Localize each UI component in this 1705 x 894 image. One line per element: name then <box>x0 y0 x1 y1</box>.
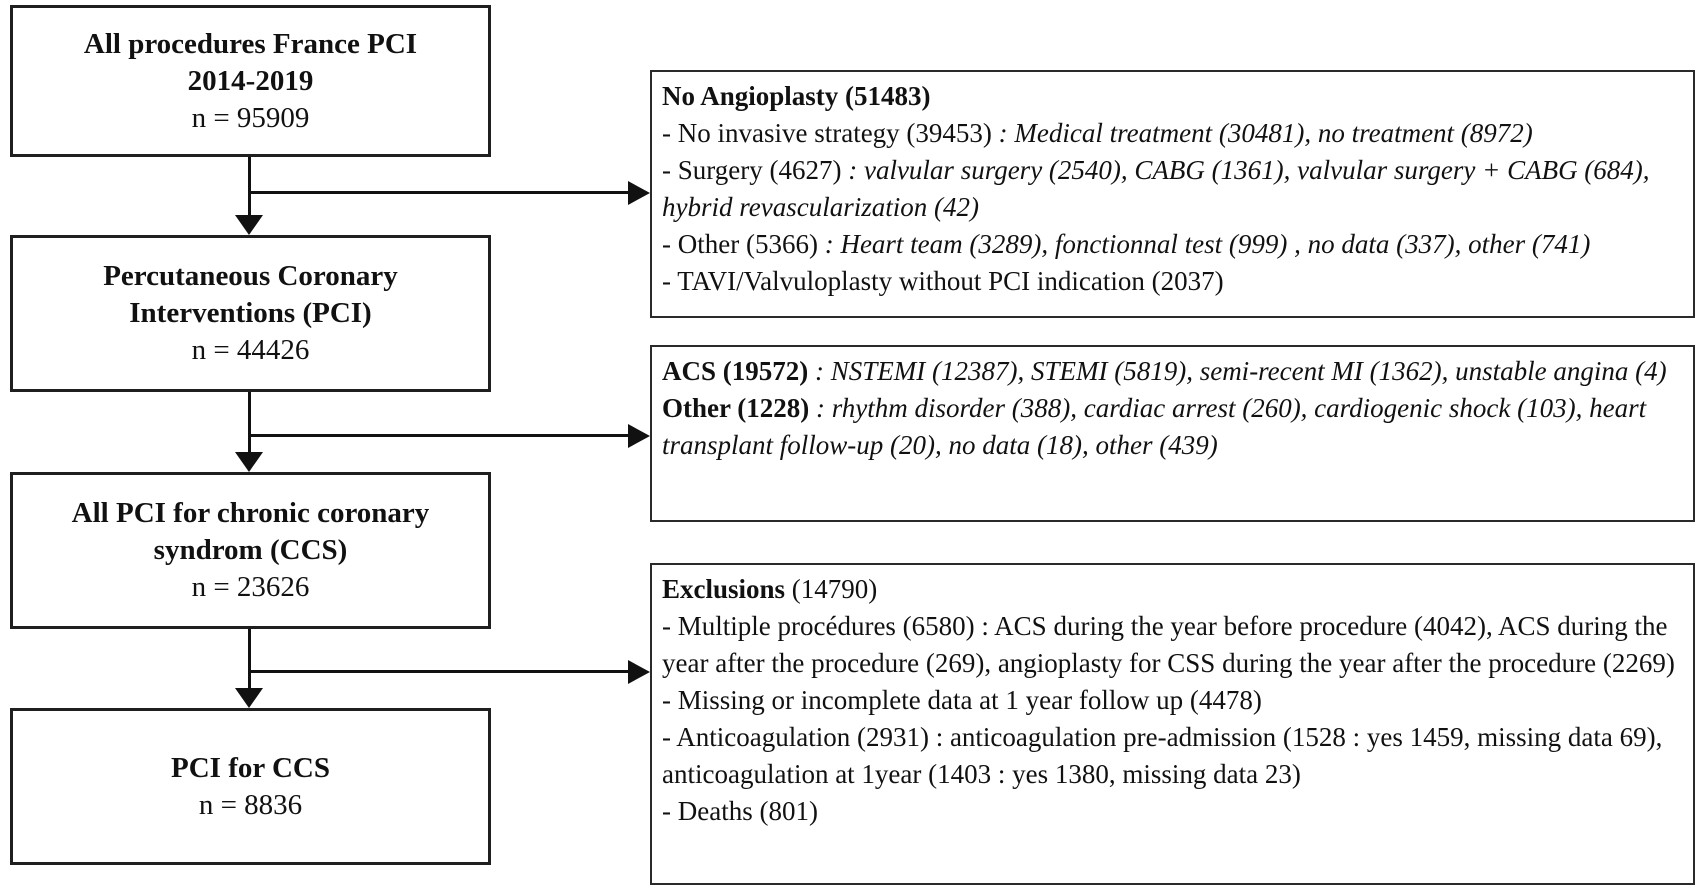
flow-text-paragraph: - No invasive strategy (39453) : Medical… <box>662 115 1683 152</box>
flow-text-paragraph: - TAVI/Valvuloplasty without PCI indicat… <box>662 263 1683 300</box>
flow-text-segment: Exclusions <box>662 574 786 604</box>
flow-text-paragraph: Exclusions (14790) <box>662 571 1683 608</box>
branch-line-2 <box>249 434 628 437</box>
box-count: n = 23626 <box>191 571 310 603</box>
flow-box-all-pci-ccs: All PCI for chronic coronary syndrom (CC… <box>10 472 491 629</box>
arrow-down-head-3-icon <box>235 688 263 708</box>
box-count: n = 8836 <box>198 788 303 821</box>
flow-text-paragraph: - Surgery (4627) : valvular surgery (254… <box>662 152 1683 226</box>
flow-box-pci-for-ccs: PCI for CCS n = 8836 <box>10 708 491 865</box>
arrow-down-line-2 <box>248 392 251 452</box>
flow-text-paragraph: ACS (19572) : NSTEMI (12387), STEMI (581… <box>662 353 1683 390</box>
box-title-line: syndrom (CCS) <box>153 534 348 566</box>
arrow-down-line-1 <box>248 157 251 215</box>
exclusions-box: Exclusions (14790)- Multiple procédures … <box>650 563 1695 885</box>
acs-other-box: ACS (19572) : NSTEMI (12387), STEMI (581… <box>650 345 1695 522</box>
flow-text-segment: No Angioplasty (51483) <box>662 81 931 111</box>
flow-text-segment: - Anticoagulation (2931) : anticoagulati… <box>662 722 1663 789</box>
flow-text-segment: Other (1228) <box>662 393 816 423</box>
flow-text-segment: ACS (19572) <box>662 356 815 386</box>
box-title-line: All PCI for chronic coronary <box>71 497 430 529</box>
box-count: n = 44426 <box>191 334 310 366</box>
flow-box-all-procedures: All procedures France PCI 2014-2019 n = … <box>10 5 491 157</box>
arrow-down-head-1-icon <box>235 215 263 235</box>
branch-arrow-head-3-icon <box>628 660 650 684</box>
flow-text-segment: - Surgery (4627) <box>662 155 849 185</box>
branch-line-1 <box>249 191 628 194</box>
flow-text-segment: : rhythm disorder (388), cardiac arrest … <box>662 393 1647 460</box>
flow-text-segment: - Deaths (801) <box>662 796 818 826</box>
branch-arrow-head-2-icon <box>628 424 650 448</box>
flow-box-pci: Percutaneous Coronary Interventions (PCI… <box>10 235 491 392</box>
flow-text-paragraph: - Multiple procédures (6580) : ACS durin… <box>662 608 1683 682</box>
flow-text-paragraph: - Other (5366) : Heart team (3289), fonc… <box>662 226 1683 263</box>
flow-text-paragraph: - Anticoagulation (2931) : anticoagulati… <box>662 719 1683 793</box>
flow-text-segment: - Multiple procédures (6580) : ACS durin… <box>662 611 1675 678</box>
box-title-line: Percutaneous Coronary <box>103 260 398 292</box>
flow-text-segment: - Other (5366) <box>662 229 825 259</box>
flow-text-segment: : Heart team (3289), fonctionnal test (9… <box>824 229 1591 259</box>
box-count: n = 95909 <box>191 101 310 134</box>
branch-arrow-head-1-icon <box>628 181 650 205</box>
box-title-line: Interventions (PCI) <box>129 297 372 329</box>
arrow-down-line-3 <box>248 629 251 688</box>
flow-text-segment: - No invasive strategy (39453) <box>662 118 999 148</box>
flow-text-segment: : NSTEMI (12387), STEMI (5819), semi-rec… <box>815 356 1667 386</box>
flow-text-paragraph: Other (1228) : rhythm disorder (388), ca… <box>662 390 1683 464</box>
flow-text-segment: - TAVI/Valvuloplasty without PCI indicat… <box>662 266 1224 296</box>
no-angioplasty-box: No Angioplasty (51483) - No invasive stra… <box>650 70 1695 318</box>
flow-text-segment: (14790) <box>785 574 878 604</box>
flow-text-segment: : valvular surgery (2540), CABG (1361), … <box>662 155 1650 222</box>
flow-text-paragraph: No Angioplasty (51483) <box>662 78 1683 115</box>
flow-text-paragraph: - Deaths (801) <box>662 793 1683 830</box>
box-title-line: 2014-2019 <box>187 64 314 97</box>
branch-line-3 <box>249 670 628 673</box>
box-title-line: All procedures France PCI <box>83 27 418 60</box>
flow-text-paragraph: - Missing or incomplete data at 1 year f… <box>662 682 1683 719</box>
flow-text-segment: : Medical treatment (30481), no treatmen… <box>998 118 1533 148</box>
arrow-down-head-2-icon <box>235 452 263 472</box>
box-title-line: PCI for CCS <box>171 751 330 784</box>
flow-text-segment: - Missing or incomplete data at 1 year f… <box>662 685 1262 715</box>
